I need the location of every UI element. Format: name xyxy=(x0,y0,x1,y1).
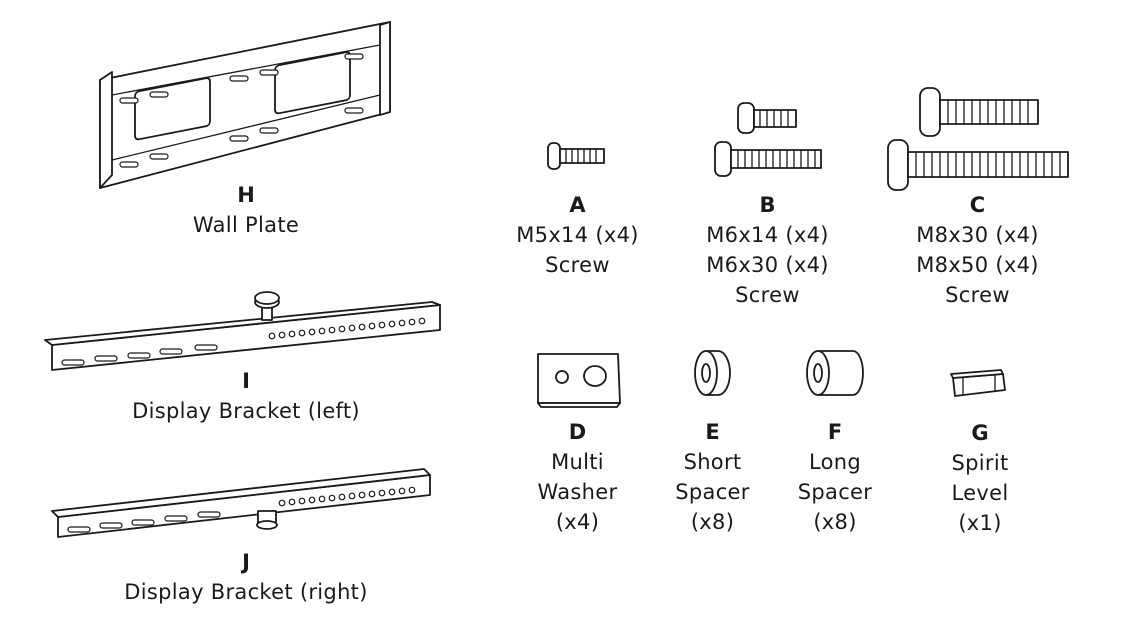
part-long-spacer: F Long Spacer (x8) xyxy=(775,345,895,545)
part-spec: M6x30 (x4) xyxy=(706,253,829,277)
spirit-level-illustration xyxy=(950,369,1006,397)
part-letter: H xyxy=(237,183,255,207)
part-letter: A xyxy=(569,193,586,217)
part-name: Level xyxy=(951,481,1009,505)
part-multi-washer: D Multi Washer (x4) xyxy=(510,345,645,545)
bracket-left-illustration xyxy=(44,291,441,371)
part-spec: M6x14 (x4) xyxy=(706,223,829,247)
screw-c-caption: C M8x30 (x4) M8x50 (x4) Screw xyxy=(870,190,1085,310)
part-screw-c: C M8x30 (x4) M8x50 (x4) Screw xyxy=(870,85,1085,315)
bracket-right-caption: J Display Bracket (right) xyxy=(96,547,396,607)
part-screw-a: A M5x14 (x4) Screw xyxy=(500,130,655,290)
part-name: Display Bracket (right) xyxy=(124,580,368,604)
part-short-spacer: E Short Spacer (x8) xyxy=(660,345,765,545)
spirit-level-caption: G Spirit Level (x1) xyxy=(915,418,1045,538)
part-name: Spacer xyxy=(797,480,873,504)
part-quantity: (x1) xyxy=(958,511,1002,535)
part-spec: M8x30 (x4) xyxy=(916,223,1039,247)
part-name: Multi xyxy=(551,450,604,474)
multi-washer-caption: D Multi Washer (x4) xyxy=(510,417,645,537)
multi-washer-illustration xyxy=(537,353,621,408)
part-letter: J xyxy=(242,550,250,574)
part-name: Spirit xyxy=(951,451,1009,475)
short-spacer-illustration xyxy=(694,350,731,396)
long-spacer-illustration xyxy=(806,350,864,396)
part-type: Screw xyxy=(545,253,610,277)
part-quantity: (x8) xyxy=(690,510,735,534)
part-name: Spacer xyxy=(675,480,750,504)
short-spacer-caption: E Short Spacer (x8) xyxy=(660,417,765,537)
screw-b-caption: B M6x14 (x4) M6x30 (x4) Screw xyxy=(680,190,855,310)
part-name: Display Bracket (left) xyxy=(132,399,360,423)
wall-plate-illustration xyxy=(99,21,391,189)
part-letter: I xyxy=(242,369,250,393)
part-name: Wall Plate xyxy=(192,213,300,237)
part-letter: E xyxy=(705,420,720,444)
part-screw-b: B M6x14 (x4) M6x30 (x4) Screw xyxy=(680,95,855,315)
part-spec: M8x50 (x4) xyxy=(916,253,1039,277)
part-letter: F xyxy=(827,420,843,444)
part-type: Screw xyxy=(735,283,800,307)
long-spacer-caption: F Long Spacer (x8) xyxy=(775,417,895,537)
part-letter: C xyxy=(969,193,986,217)
part-name: Washer xyxy=(537,480,618,504)
part-letter: D xyxy=(568,420,587,444)
part-quantity: (x4) xyxy=(555,510,600,534)
part-quantity: (x8) xyxy=(813,510,857,534)
part-spec: M5x14 (x4) xyxy=(516,223,639,247)
bracket-right-illustration xyxy=(51,468,431,538)
part-display-bracket-left: I Display Bracket (left) xyxy=(0,280,500,430)
screw-b-illustration xyxy=(714,102,822,177)
part-name: Long xyxy=(808,450,862,474)
part-letter: B xyxy=(759,193,776,217)
part-display-bracket-right: J Display Bracket (right) xyxy=(0,455,500,610)
part-letter: G xyxy=(971,421,989,445)
bracket-left-caption: I Display Bracket (left) xyxy=(96,366,396,426)
wall-plate-caption: H Wall Plate xyxy=(96,180,396,240)
screw-c-illustration xyxy=(887,87,1069,191)
part-wall-plate: H Wall Plate xyxy=(0,0,500,245)
part-spirit-level: G Spirit Level (x1) xyxy=(915,360,1045,540)
part-type: Screw xyxy=(945,283,1010,307)
part-name: Short xyxy=(683,450,742,474)
screw-a-caption: A M5x14 (x4) Screw xyxy=(500,190,655,280)
screw-a-illustration xyxy=(547,142,605,170)
